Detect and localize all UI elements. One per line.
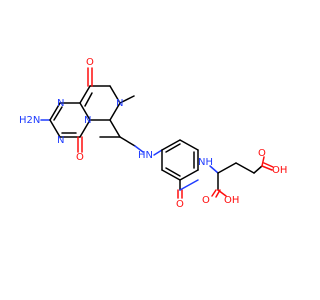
bond-nh-link (134, 145, 144, 153)
bond-alpha-beta (217, 162, 237, 174)
label-acid1-oh: OH (224, 195, 239, 206)
label-acid2-oh: OH (272, 165, 287, 176)
bond-gamma-acid (253, 165, 263, 174)
atom-labels: H2N N N N N O O HN O NH OH O O OH (19, 57, 287, 210)
bond-acid1-o2 (215, 189, 221, 198)
bond-tri-1 (49, 102, 61, 121)
bond-benz-4 (179, 169, 199, 181)
label-amide-o: O (176, 199, 184, 210)
bond-ring2-double (84, 92, 93, 107)
label-acid1-o: O (202, 195, 210, 206)
label-ring-n1: N (57, 98, 64, 109)
bond-acid2-oh (261, 156, 265, 167)
bond-tri-3 (79, 102, 91, 121)
bond-ring2-3 (109, 85, 121, 104)
bond-benz-2 (179, 139, 199, 151)
bond-benz-5 (161, 169, 181, 181)
bond-acid2-o2 (263, 162, 274, 168)
bond-tri-6 (49, 119, 61, 138)
bond-benz-1 (161, 139, 181, 151)
bond-methyl (119, 95, 135, 104)
label-amide-nh: NH (198, 157, 213, 168)
molecule-structure: H2N N N N N O O HN O NH OH O O OH (19, 57, 287, 210)
bond-acid1-o1 (211, 189, 217, 197)
label-ring-n3: N (84, 115, 91, 126)
label-nh-link: HN (138, 150, 153, 161)
bond-ch2-c (119, 136, 136, 147)
bond-acid2-o1 (261, 165, 273, 171)
bond-nh-alpha (209, 165, 219, 174)
label-ketone-o2: O (76, 152, 84, 163)
bond-amide-n (179, 179, 199, 191)
label-acid2-o: O (258, 148, 266, 159)
bond-benz-d1 (165, 143, 181, 153)
label-amine: H2N (19, 115, 40, 126)
bond-ring2-4 (109, 102, 121, 121)
bonds (40, 67, 274, 199)
label-ring-n2: N (57, 135, 64, 146)
label-ketone-o1: O (86, 57, 94, 68)
label-ring-n4: N (116, 98, 123, 109)
bond-tri-4 (79, 119, 91, 138)
bond-nh-benz (153, 149, 163, 156)
bond-tri-double-1 (53, 106, 63, 121)
bond-beta-gamma (235, 162, 255, 174)
bond-ch2-a (109, 119, 121, 138)
bond-ring2-1 (79, 85, 91, 104)
bond-benz-d3 (165, 167, 181, 177)
